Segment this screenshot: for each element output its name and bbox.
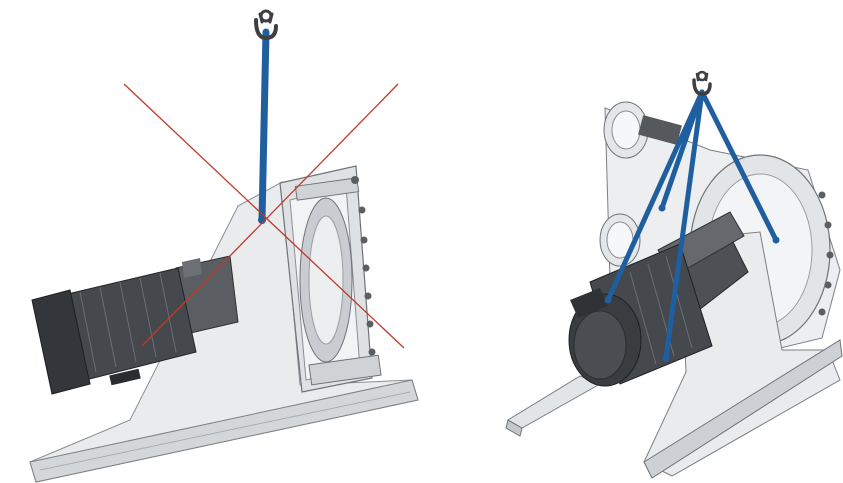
cross-out-icon [123, 83, 405, 349]
lifting-hook-icon [254, 9, 278, 41]
correct-lift-drawing [505, 70, 843, 479]
correct-lift-panel [430, 0, 843, 483]
incorrect-lift-panel [29, 9, 419, 483]
incorrect-lift-drawing [29, 9, 419, 483]
single-sling [258, 28, 270, 224]
multi-leg-sling [604, 89, 780, 362]
motor [31, 267, 197, 395]
pump-head [279, 165, 382, 393]
motor [568, 243, 713, 387]
gearbox [175, 255, 239, 335]
lifting-hook-icon [692, 70, 712, 96]
